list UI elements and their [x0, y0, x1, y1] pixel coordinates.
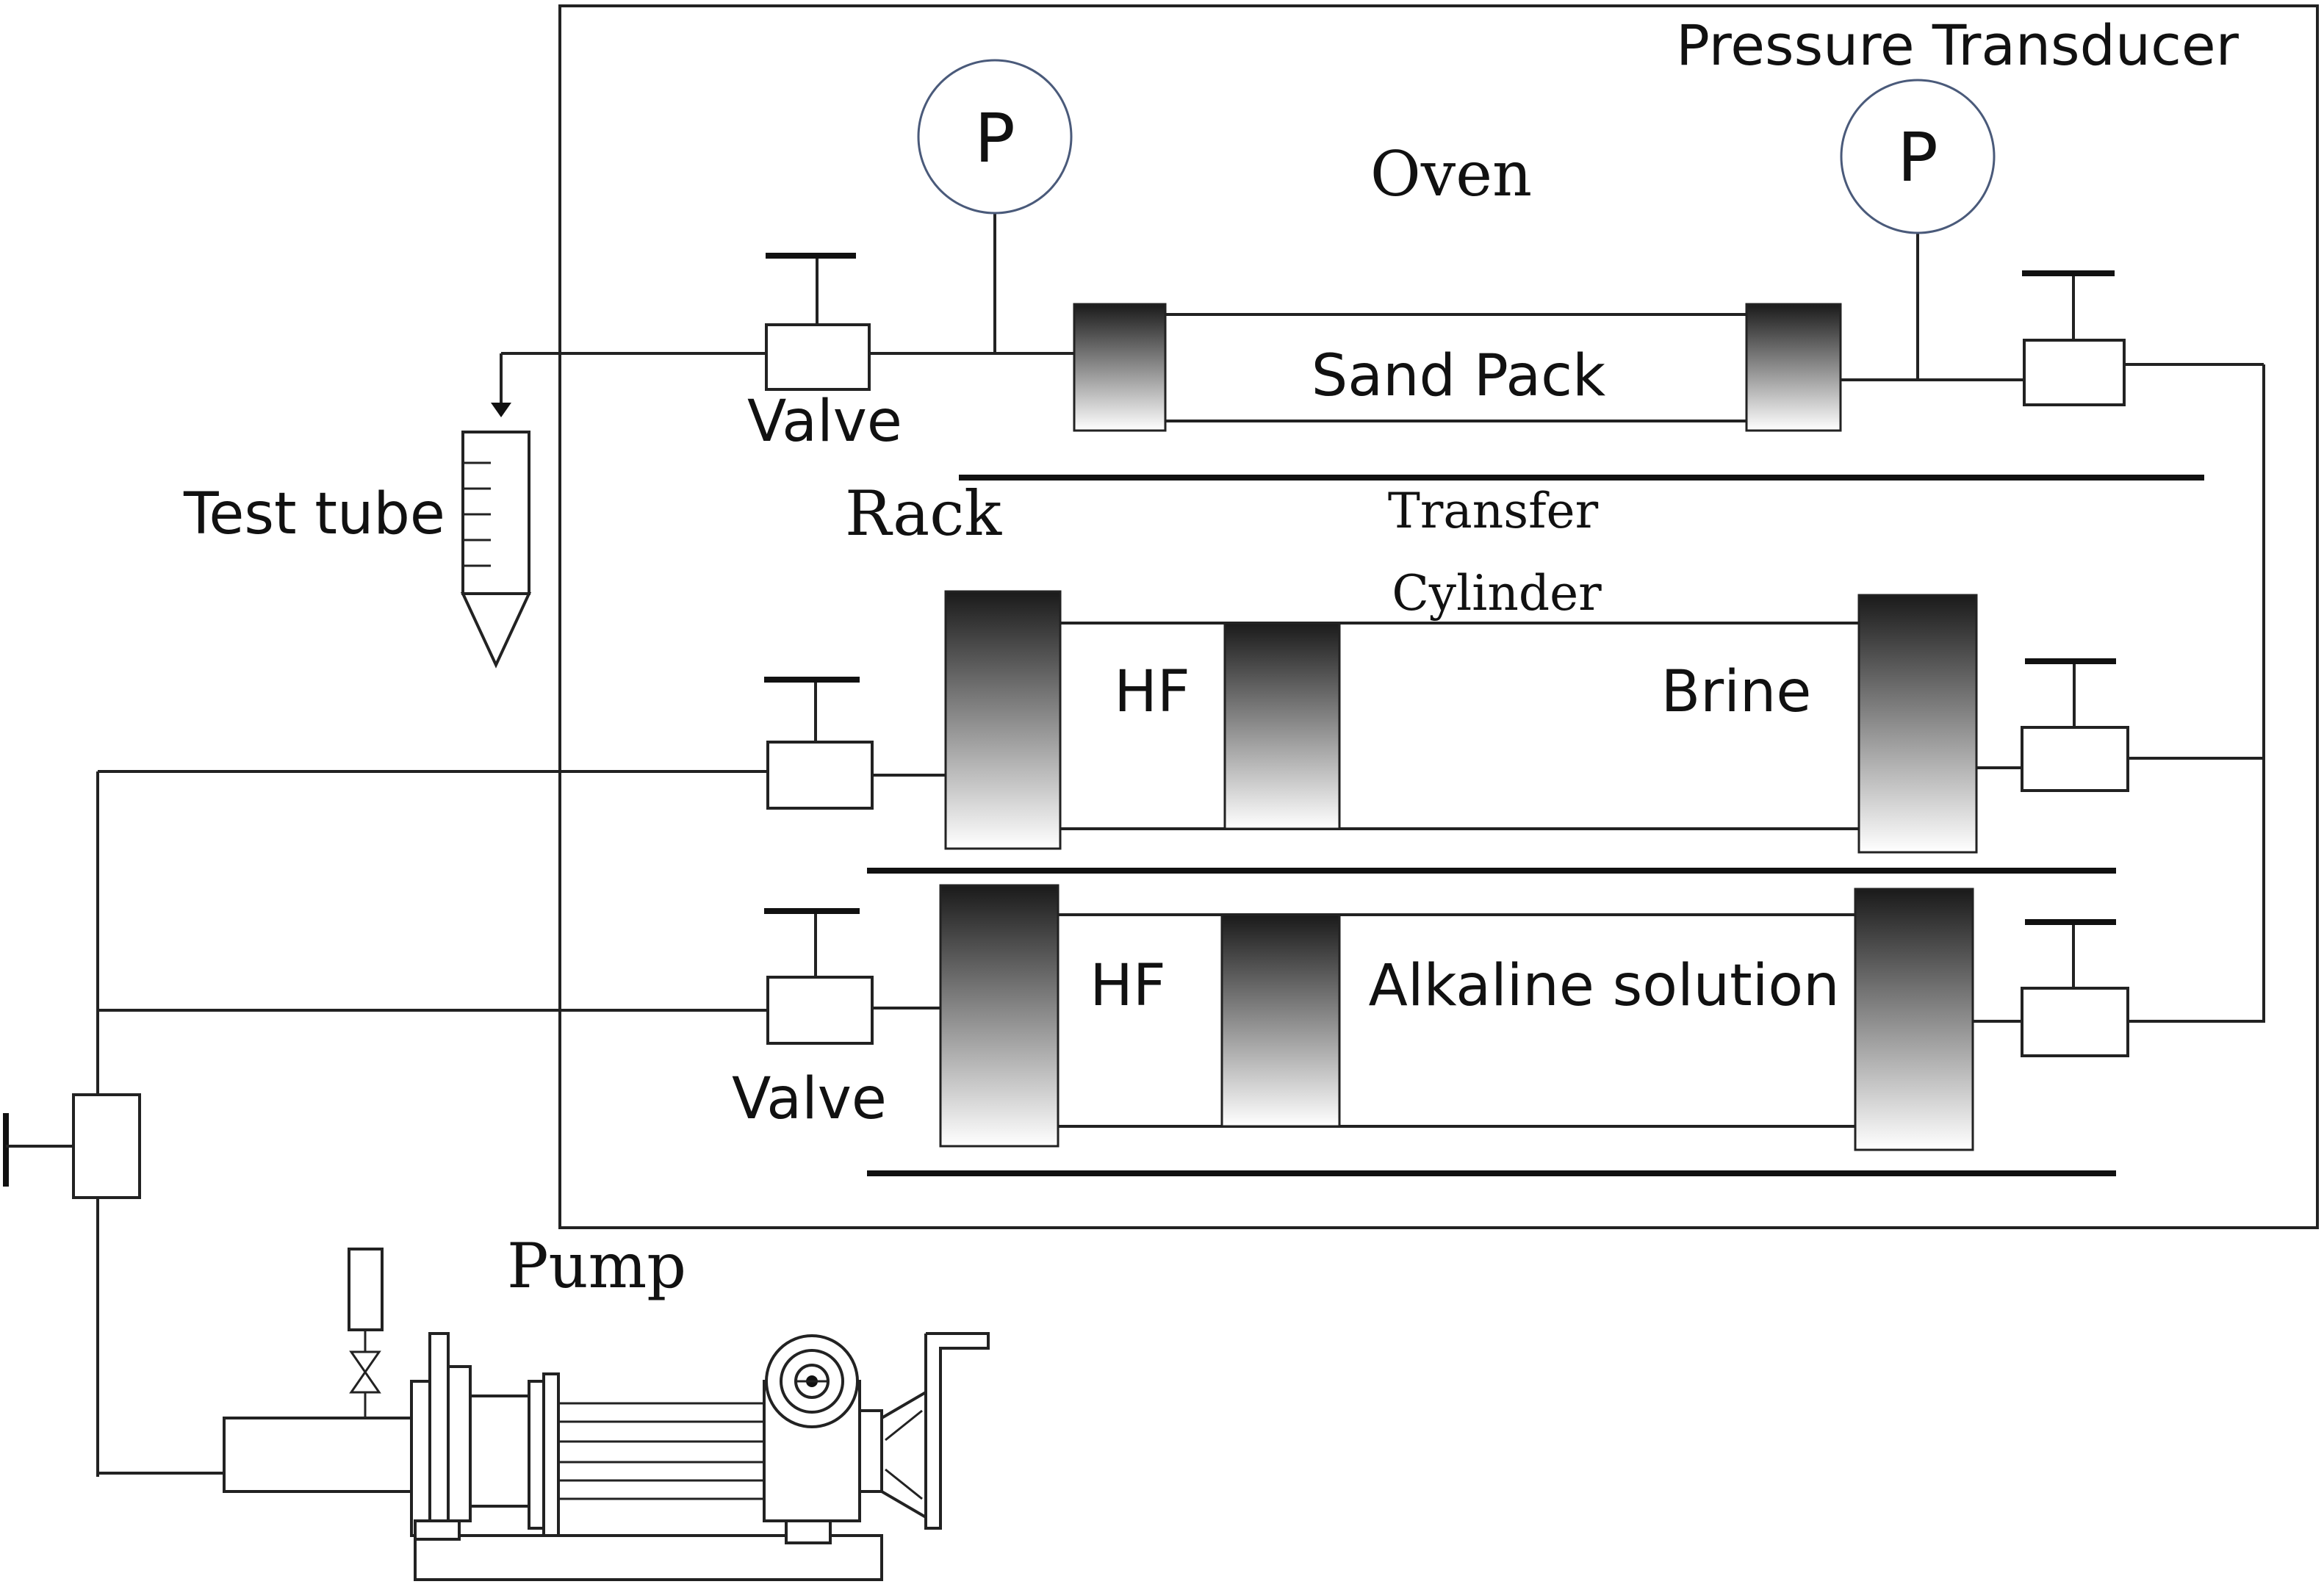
alkaline-solution-label: Alkaline solution — [1368, 953, 1839, 1019]
valve-top-left — [765, 323, 871, 391]
cylinder1-right-cap — [1857, 594, 1978, 854]
pump-label: Pump — [507, 1230, 686, 1302]
sand-pack-label: Sand Pack — [1312, 343, 1605, 409]
cylinder1-left-cap — [944, 590, 1062, 850]
test-tube-label: Test tube — [183, 481, 445, 547]
valve-top-right — [2023, 339, 2126, 406]
sand-pack-left-cap — [1073, 303, 1167, 432]
pump-icon — [223, 1248, 990, 1581]
pressure-gauge-right — [1840, 79, 1996, 234]
outlet-arrow-icon — [491, 403, 511, 417]
valve-mid-left — [766, 741, 874, 810]
hf-label-bottom: HF — [1090, 953, 1166, 1019]
cylinder2-right-cap — [1854, 888, 1974, 1151]
cylinder2-left-cap — [939, 884, 1060, 1148]
valve-label-bottom: Valve — [732, 1066, 887, 1132]
pressure-gauge-left — [917, 59, 1073, 215]
brine-label: Brine — [1661, 659, 1812, 725]
hf-label-top: HF — [1114, 659, 1190, 725]
oven-label: Oven — [1370, 138, 1532, 210]
cylinder2-piston — [1220, 913, 1341, 1128]
transfer-label-line2: Cylinder — [1392, 565, 1602, 622]
sand-pack-right-cap — [1745, 303, 1842, 432]
pressure-gauge-right-label: P — [1897, 118, 1938, 197]
pressure-transducer-label: Pressure Transducer — [1676, 12, 2239, 78]
valve-low-right — [2021, 987, 2129, 1057]
test-tube-icon — [460, 431, 532, 669]
oven-enclosure — [558, 4, 2319, 1229]
valve-mid-right — [2021, 726, 2129, 792]
valve-label-top: Valve — [747, 389, 902, 455]
pressure-gauge-left-label: P — [974, 99, 1015, 178]
rack-label: Rack — [845, 478, 1002, 550]
pump-valve — [72, 1093, 141, 1199]
transfer-label-line1: Transfer — [1388, 483, 1599, 539]
cylinder1-piston — [1223, 622, 1341, 830]
valve-low-left — [766, 976, 874, 1045]
